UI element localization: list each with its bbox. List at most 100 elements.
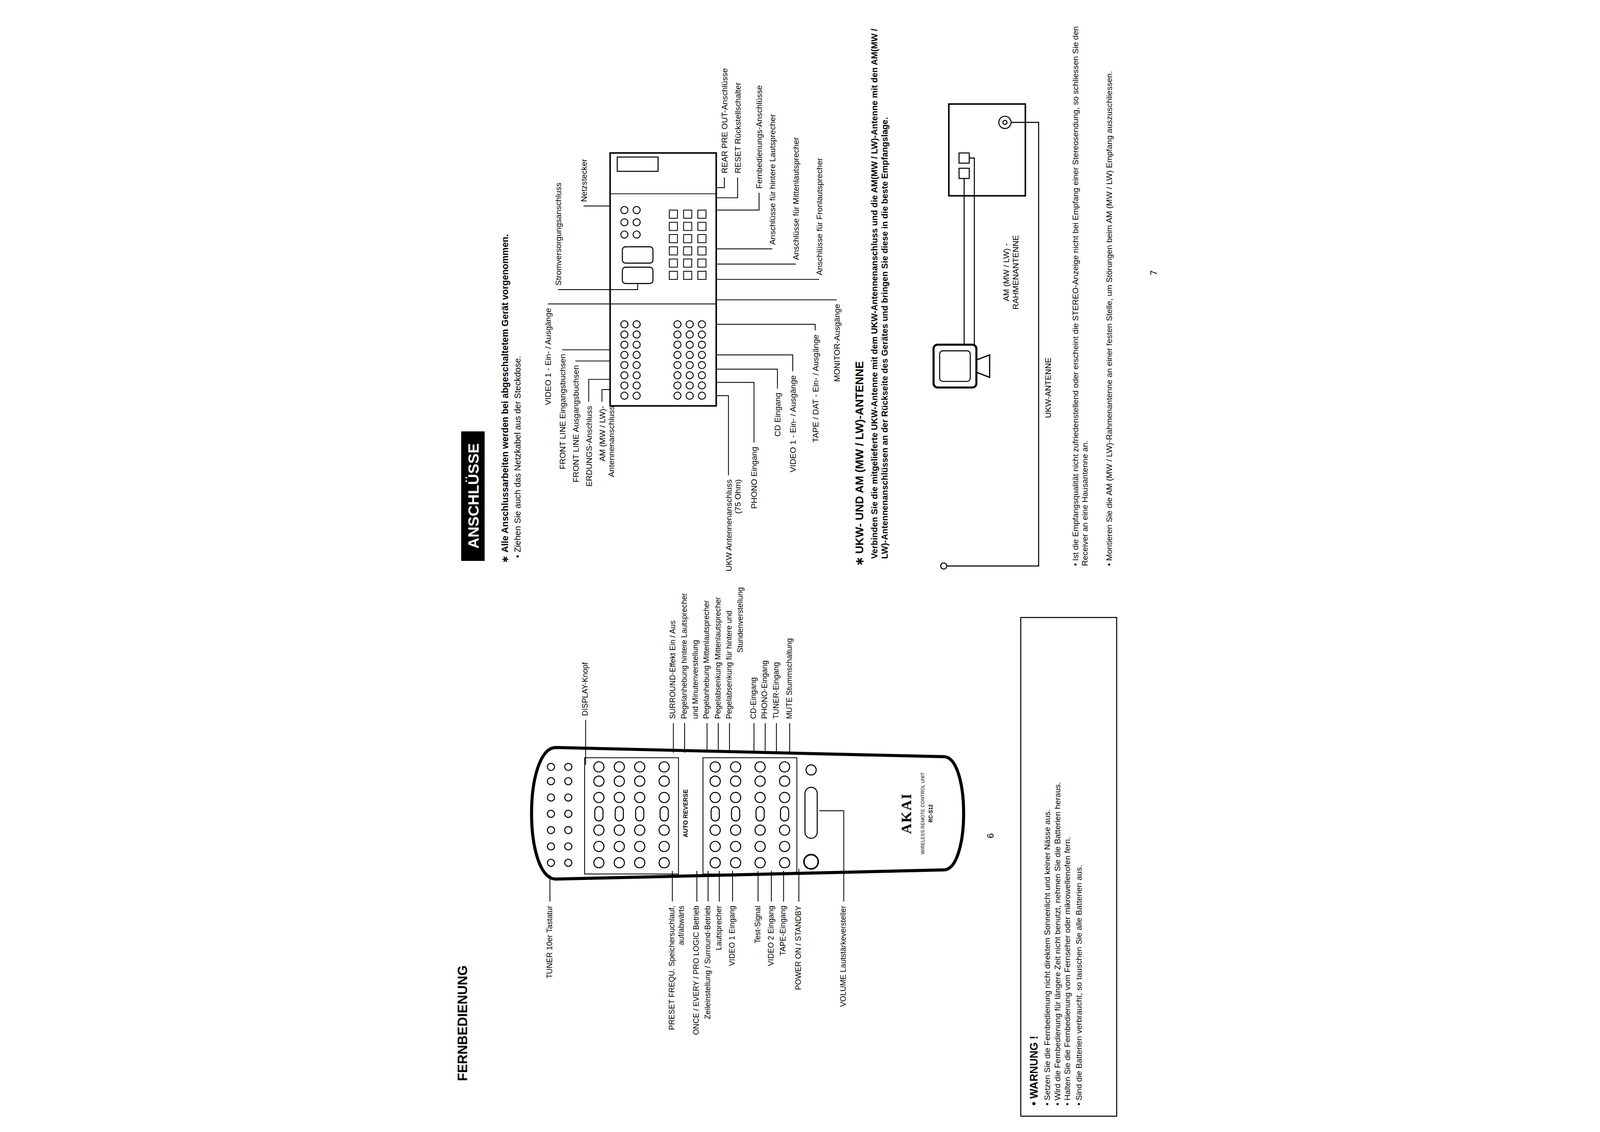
rca-jack — [632, 218, 641, 227]
page-number: 7 — [1148, 270, 1160, 276]
number-key — [547, 859, 555, 867]
am-wire — [964, 158, 975, 345]
speaker-terminal — [697, 222, 706, 231]
remote-button — [710, 792, 721, 803]
rear-panel — [610, 152, 717, 406]
callout-label: TAPE / DAT - Ein- / Ausgänge — [811, 334, 821, 443]
remote-button — [614, 841, 625, 853]
callout-label: POWER ON / STANDBY — [794, 905, 804, 991]
remote-button — [634, 792, 645, 803]
page-number: 6 — [985, 833, 997, 839]
rca-jack — [632, 361, 641, 369]
rca-jack — [620, 218, 629, 227]
fm-antenna-wire — [947, 122, 1039, 567]
box-text: RC-S12 — [928, 756, 935, 871]
box-text: AKAI — [898, 760, 915, 868]
speaker-terminal — [669, 247, 678, 256]
rca-jack — [620, 351, 629, 359]
remote-button — [731, 806, 740, 821]
rca-jack — [620, 331, 629, 339]
rca-jack — [686, 331, 694, 339]
callout-label: und Minutenverstellung — [691, 640, 701, 720]
warning-box: • WARNUNG !• Setzen Sie die Fernbedienun… — [1020, 617, 1118, 1118]
number-key — [547, 826, 555, 835]
speaker-terminal — [683, 247, 692, 256]
rca-jack — [632, 392, 641, 400]
power-button — [803, 855, 818, 870]
number-key — [547, 777, 555, 786]
speaker-terminal — [697, 258, 706, 268]
callout-label: UKW-ANTENNE — [1043, 357, 1053, 419]
callout-label: Lautsprecher — [715, 905, 725, 951]
callout-label: Pegelabsenkung für hintere und — [725, 610, 735, 720]
remote-button — [710, 761, 721, 773]
antenna-diagram — [933, 104, 1039, 570]
callout-label: PHONO-Eingang — [761, 660, 771, 720]
callout-label: Pegelanhebung Mittenlautsprecher — [702, 600, 712, 720]
remote-button — [593, 776, 604, 787]
ac-outlet — [622, 247, 653, 264]
number-key — [564, 777, 572, 786]
rca-jack — [620, 392, 629, 400]
remote-button — [730, 761, 741, 773]
rca-jack — [698, 392, 706, 400]
number-key — [564, 843, 572, 851]
rca-jack — [686, 341, 694, 349]
rca-jack — [620, 382, 629, 390]
callout-label: TAPE-Eingang — [779, 905, 789, 956]
callout-label: VIDEO 1 Eingang — [728, 905, 738, 967]
remote-button — [779, 776, 790, 787]
callout-label: DISPLAY-Knopf — [581, 662, 591, 716]
number-key — [564, 859, 572, 867]
button-frame — [584, 758, 679, 875]
box-text: • Sind die Batterien verbraucht, so taus… — [1073, 628, 1084, 1106]
rca-jack — [698, 341, 706, 349]
remote-button — [755, 858, 766, 869]
callout-label: CD Eingang — [773, 392, 783, 437]
rca-jack — [632, 382, 641, 390]
remote-button — [779, 841, 790, 853]
speaker-terminal — [683, 222, 692, 231]
speaker-terminal — [683, 234, 692, 243]
rca-jack — [620, 341, 629, 349]
remote-button — [658, 858, 670, 869]
rca-jack — [620, 231, 629, 239]
rca-jack — [673, 392, 682, 400]
rca-jack — [632, 331, 641, 339]
rca-jack — [632, 371, 641, 380]
panel-jacks — [620, 206, 706, 400]
remote-button — [658, 776, 670, 787]
rca-jack — [673, 351, 682, 359]
remote-button — [660, 806, 669, 821]
remote-button — [755, 792, 766, 803]
ac-outlet — [622, 267, 653, 284]
callout-label: Pegelanhebung hintere Lautsprecher — [680, 593, 690, 720]
am-terminal — [958, 168, 970, 179]
rca-jack — [686, 392, 694, 400]
remote-button — [594, 806, 603, 821]
remote-button — [710, 825, 721, 836]
remote-control: AUTO REVERSEAKAIWIRELESS REMOTE CONTROL … — [515, 739, 975, 888]
mains-plug — [617, 157, 658, 172]
remote-button — [634, 776, 645, 787]
number-key — [564, 826, 572, 835]
remote-outline — [531, 747, 964, 880]
remote-button — [593, 825, 604, 836]
callout-label: Zeileinstellung / Surround-Betrieb — [703, 905, 713, 1020]
note-text: ∗ Alle Anschlussarbeiten werden bei abge… — [500, 234, 511, 564]
callout-label: Stromversorgungsanschluss — [553, 182, 564, 286]
remote-button — [710, 858, 721, 869]
remote-button — [658, 841, 670, 853]
callout-label: PHONO Eingang — [750, 447, 760, 509]
rca-jack — [686, 361, 694, 369]
rca-jack — [620, 320, 629, 329]
remote-button — [755, 776, 766, 787]
remote-button — [779, 825, 790, 836]
callout-label: VIDEO 1 - Ein- / Ausgänge — [543, 308, 553, 406]
speaker-terminal — [697, 271, 706, 280]
remote-button — [780, 806, 789, 821]
callout-label: MONITOR-Ausgänge — [832, 303, 842, 382]
note-text: Verbinden Sie die mitgelieferte UKW-Ante… — [870, 28, 891, 559]
button-frame — [702, 758, 798, 875]
